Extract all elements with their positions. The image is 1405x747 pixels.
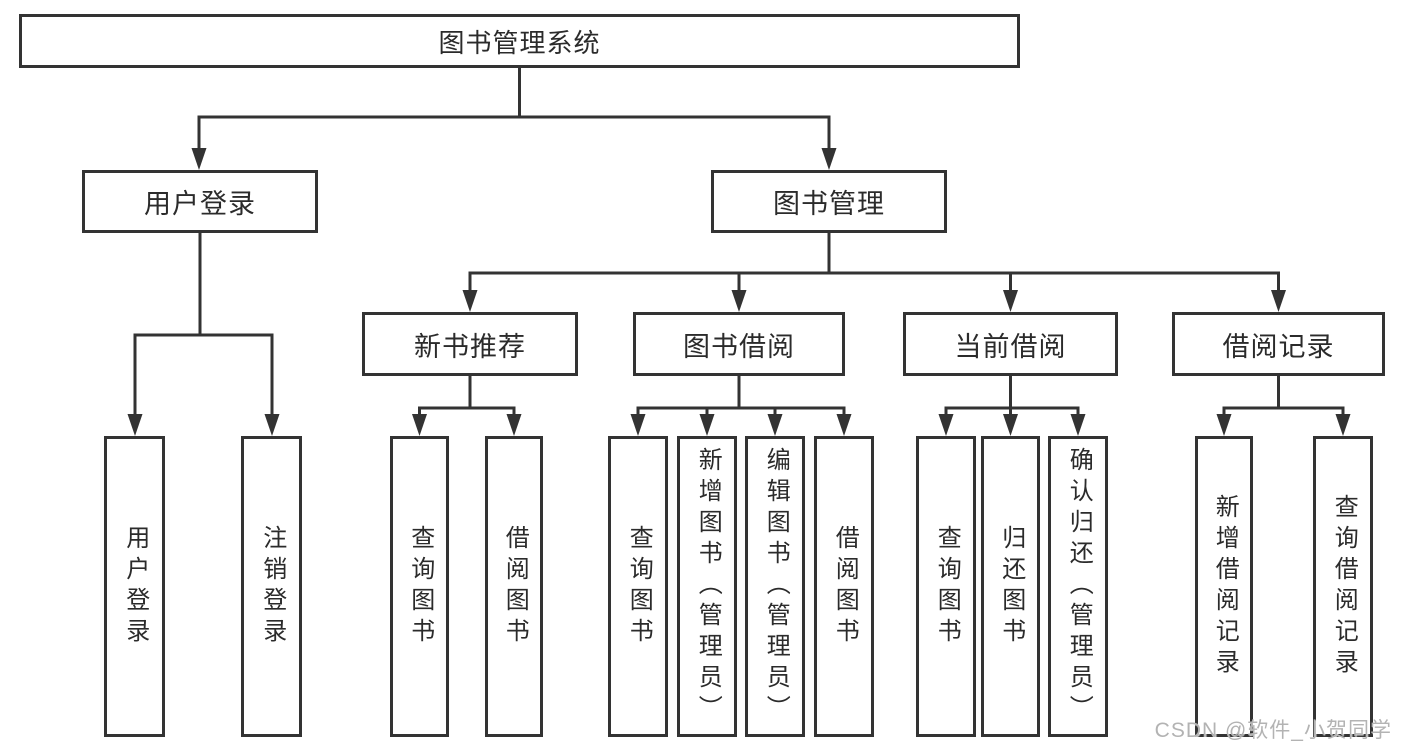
leaf-records-add-record: 新增借阅记录 (1195, 436, 1253, 737)
leaf-label: 查询图书 (625, 524, 653, 649)
leaf-current-confirm-return-admin: 确认归还（管理员） (1048, 436, 1108, 737)
node-book-management: 图书管理 (711, 170, 947, 233)
leaf-label: 用户登录 (121, 524, 149, 649)
node-new-book-recommend: 新书推荐 (362, 312, 578, 376)
node-root-system: 图书管理系统 (19, 14, 1020, 68)
leaf-newbook-borrow-books: 借阅图书 (485, 436, 543, 737)
leaf-label: 编辑图书（管理员） (762, 447, 790, 726)
leaf-current-return-books: 归还图书 (981, 436, 1040, 737)
node-book-borrow: 图书借阅 (633, 312, 845, 376)
leaf-label: 查询图书 (933, 524, 961, 649)
leaf-label: 借阅图书 (501, 524, 529, 649)
leaf-label: 确认归还（管理员） (1065, 447, 1093, 726)
leaf-label: 查询图书 (406, 524, 434, 649)
leaf-newbook-query-books: 查询图书 (390, 436, 449, 737)
leaf-borrow-edit-book-admin: 编辑图书（管理员） (745, 436, 805, 737)
csdn-watermark: CSDN @软件_小贺同学 (1154, 719, 1392, 742)
node-current-borrow: 当前借阅 (903, 312, 1118, 376)
leaf-label: 查询借阅记录 (1330, 493, 1358, 680)
leaf-label: 注销登录 (258, 524, 286, 649)
leaf-borrow-add-book-admin: 新增图书（管理员） (677, 436, 737, 737)
leaf-label: 新增借阅记录 (1211, 493, 1239, 680)
leaf-records-query-record: 查询借阅记录 (1313, 436, 1373, 737)
leaf-current-query-books: 查询图书 (916, 436, 976, 737)
node-user-login: 用户登录 (82, 170, 318, 233)
leaf-borrow-borrow-books: 借阅图书 (814, 436, 874, 737)
leaf-logout: 注销登录 (241, 436, 302, 737)
leaf-label: 借阅图书 (831, 524, 859, 649)
leaf-borrow-query-books: 查询图书 (608, 436, 668, 737)
node-borrow-records: 借阅记录 (1172, 312, 1385, 376)
leaf-user-login: 用户登录 (104, 436, 165, 737)
leaf-label: 新增图书（管理员） (694, 447, 722, 726)
leaf-label: 归还图书 (997, 524, 1025, 649)
